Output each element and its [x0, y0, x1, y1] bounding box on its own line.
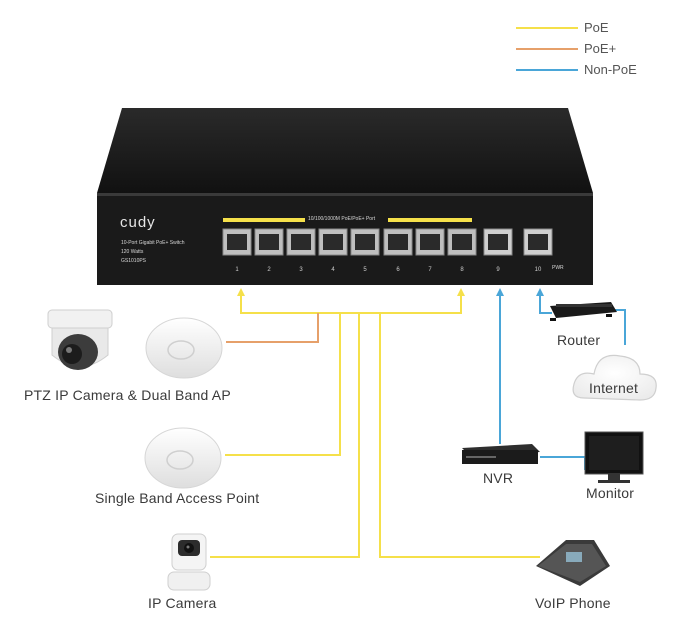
label-single-ap: Single Band Access Point: [95, 490, 260, 506]
label-ip-camera: IP Camera: [148, 595, 217, 611]
single-band-ap-icon: [144, 427, 222, 489]
nonpoe-cable-monitor: [540, 456, 586, 470]
legend-label-poe: PoE: [584, 20, 609, 35]
switch-front-bevel: [97, 193, 593, 196]
ethernet-port-socket-1: [227, 234, 247, 250]
poe-switch: 1 2 3 4 5 6 7 8 9 10: [97, 108, 593, 285]
switch-model: 10-Port Gigabit PoE+ Switch: [121, 240, 185, 246]
label-internet: Internet: [589, 380, 639, 396]
legend-label-poeplus: PoE+: [584, 41, 617, 56]
label-ptz-ap: PTZ IP Camera & Dual Band AP: [24, 387, 231, 403]
dual-band-ap-icon: [145, 317, 223, 379]
switch-sku: GS1010PS: [121, 258, 147, 264]
ethernet-port-socket-3: [291, 234, 311, 250]
label-nvr: NVR: [483, 470, 514, 486]
label-monitor: Monitor: [586, 485, 635, 501]
port-number-10: 10: [535, 267, 542, 273]
nvr-icon: [462, 444, 540, 464]
port-number-7: 7: [428, 267, 432, 273]
ethernet-port-socket-5: [355, 234, 375, 250]
poe-port-bar-left: [223, 218, 305, 222]
ethernet-port-socket-10: [528, 234, 548, 250]
voip-phone-icon: [536, 540, 610, 586]
poe-bus: [240, 293, 462, 314]
port-number-6: 6: [396, 267, 400, 273]
nonpoe-cable-internet: [615, 309, 626, 345]
arrow-port-8: [457, 288, 465, 296]
ethernet-port-socket-8: [452, 234, 472, 250]
arrow-port-10: [536, 288, 544, 296]
legend-label-nonpoe: Non-PoE: [584, 62, 637, 77]
poe-cable-single-ap: [225, 313, 341, 456]
label-router: Router: [557, 332, 601, 348]
arrow-port-9: [496, 288, 504, 296]
router-icon: [550, 302, 617, 321]
label-voip: VoIP Phone: [535, 595, 611, 611]
port-number-5: 5: [363, 267, 367, 273]
ethernet-port-socket-4: [323, 234, 343, 250]
poeplus-cable: [226, 313, 319, 343]
ethernet-port-socket-9: [488, 234, 508, 250]
poe-cable-voip: [379, 313, 540, 558]
legend: [516, 27, 578, 71]
switch-wattage: 120 Watts: [121, 249, 144, 255]
ptz-camera-icon: [47, 309, 113, 370]
switch-brand: cudy: [120, 214, 156, 231]
ethernet-port-socket-7: [420, 234, 440, 250]
ethernet-port-socket-2: [259, 234, 279, 250]
internet-cloud-icon: [572, 354, 657, 401]
nonpoe-cable-router: [539, 293, 552, 314]
monitor-icon: [584, 431, 644, 483]
switch-top: [97, 108, 593, 193]
port-number-1: 1: [235, 267, 239, 273]
port-number-2: 2: [267, 267, 271, 273]
ip-camera-icon: [167, 533, 211, 591]
port-number-3: 3: [299, 267, 303, 273]
poe-cable-ip-camera: [210, 313, 360, 558]
port-number-8: 8: [460, 267, 464, 273]
poe-port-bar-right: [388, 218, 472, 222]
ethernet-port-socket-6: [388, 234, 408, 250]
switch-port-header: 10/100/1000M PoE/PoE+ Port: [308, 216, 376, 222]
port-number-9: 9: [496, 267, 500, 273]
switch-pwr-label: PWR: [552, 265, 564, 271]
arrow-port-1: [237, 288, 245, 296]
port-number-4: 4: [331, 267, 335, 273]
cables: [210, 288, 626, 558]
